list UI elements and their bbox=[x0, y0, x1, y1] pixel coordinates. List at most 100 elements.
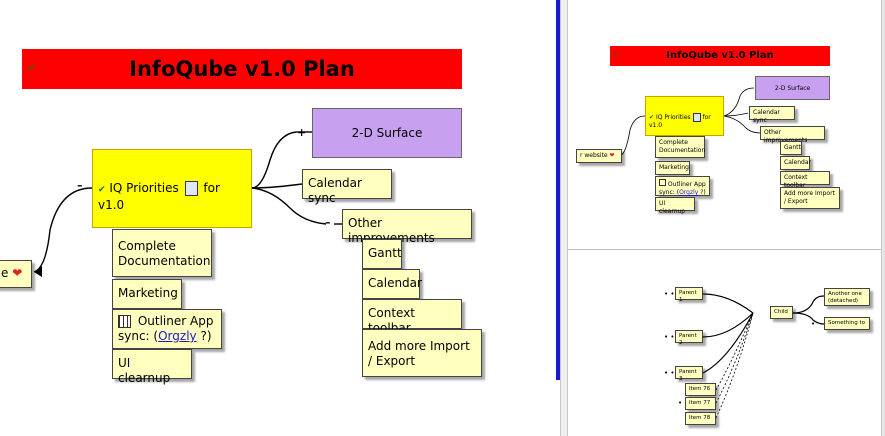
item-76-label: Item 76 bbox=[689, 386, 711, 392]
collapse-toggle-other[interactable]: – bbox=[325, 216, 331, 229]
overview-complete-doc-node[interactable]: Complete Documentation bbox=[655, 136, 705, 158]
overview-priorities-label: IQ Priorities bbox=[655, 114, 691, 121]
overview-priorities-suffix: for v1.0 bbox=[649, 114, 711, 129]
outline-graph-canvas[interactable]: • • • • • • • • • Parent 1 Parent 2 Pare… bbox=[568, 250, 885, 436]
import-export-label: Add more Import / Export bbox=[368, 339, 470, 368]
edit-note-icon bbox=[184, 181, 198, 196]
plan-title: InfoQube v1.0 Plan bbox=[129, 57, 355, 81]
priorities-label: IQ Priorities bbox=[109, 181, 179, 195]
grid-icon bbox=[659, 179, 666, 186]
overview-marketing-label: Marketing bbox=[659, 164, 689, 171]
child-node[interactable]: Child bbox=[770, 306, 793, 319]
overview-complete-doc-label: Complete Documentation bbox=[659, 139, 706, 154]
calendar-sync-label: Calendar sync bbox=[308, 176, 362, 205]
overview-other-label: Other improvements bbox=[764, 129, 807, 144]
plan-title-banner[interactable]: ✔ InfoQube v1.0 Plan bbox=[22, 49, 462, 89]
check-icon: ✔ bbox=[613, 52, 619, 59]
complete-documentation-node[interactable]: Complete Documentation bbox=[112, 229, 212, 277]
parent-1-label: Parent 1 bbox=[679, 290, 697, 303]
overview-other-node[interactable]: Other improvements bbox=[760, 126, 825, 144]
parent-3-node[interactable]: Parent 3 bbox=[675, 366, 703, 382]
overview-import-export-node[interactable]: Add more Import / Export bbox=[780, 187, 840, 209]
gantt-label: Gantt bbox=[368, 246, 402, 260]
outliner-sync-label: Outliner App sync: bbox=[118, 314, 214, 343]
item-78-node[interactable]: Item 78 bbox=[685, 412, 716, 425]
check-icon: ✔ bbox=[98, 185, 106, 195]
overview-outliner-label: Outliner App sync: bbox=[659, 181, 706, 196]
window-right-border bbox=[881, 0, 885, 436]
import-export-node[interactable]: Add more Import / Export bbox=[362, 329, 482, 377]
overview-context-toolbar-node[interactable]: Context toolbar bbox=[780, 171, 830, 189]
overview-surface-label: 2-D Surface bbox=[774, 85, 811, 92]
parent-2-label: Parent 2 bbox=[679, 333, 697, 346]
svg-text:• •: • • bbox=[664, 290, 674, 298]
something-node[interactable]: Something to bbox=[824, 317, 870, 330]
overview-calendar-sync-node[interactable]: Calendar sync bbox=[749, 106, 795, 124]
ui-cleanup-label: UI clearnup bbox=[118, 356, 171, 385]
context-toolbar-node[interactable]: Context toolbar bbox=[362, 299, 462, 335]
item-77-node[interactable]: Item 77 bbox=[685, 397, 716, 410]
overview-calendar-node[interactable]: Calendar bbox=[780, 156, 811, 170]
overview-ui-cleanup-node[interactable]: UI clearnup bbox=[655, 197, 695, 215]
calendar-sync-node[interactable]: Calendar sync bbox=[302, 169, 392, 205]
mindmap-overview-top[interactable]: ✔ InfoQube v1.0 Plan r website ❤ ✔ IQ Pr… bbox=[568, 0, 885, 249]
other-improvements-node[interactable]: Other improvements bbox=[342, 209, 472, 245]
overview-import-export-label: Add more Import / Export bbox=[784, 190, 835, 205]
orgzly-link[interactable]: Orgzly bbox=[158, 329, 197, 343]
parent-1-node[interactable]: Parent 1 bbox=[675, 287, 703, 303]
overview-gantt-node[interactable]: Gantt bbox=[780, 141, 802, 155]
overview-marketing-node[interactable]: Marketing bbox=[655, 161, 690, 175]
svg-text:• •: • • bbox=[664, 333, 674, 341]
surface-label: 2-D Surface bbox=[351, 126, 423, 140]
overview-title-banner[interactable]: ✔ InfoQube v1.0 Plan bbox=[610, 46, 830, 66]
marketing-label: Marketing bbox=[118, 286, 178, 300]
grid-icon bbox=[118, 315, 131, 328]
overview-root-label: r website bbox=[580, 152, 608, 159]
pane-divider[interactable] bbox=[568, 249, 885, 250]
overview-outliner-node[interactable]: Outliner App sync: (Orgzly ?) bbox=[655, 176, 710, 196]
overview-priorities-node[interactable]: ✔ IQ Priorities for v1.0 bbox=[645, 96, 724, 136]
heart-icon: ❤ bbox=[609, 152, 615, 159]
pane-splitter-active[interactable] bbox=[556, 0, 560, 380]
calendar-label: Calendar bbox=[368, 276, 422, 290]
overview-orgzly-link[interactable]: Orgzly bbox=[679, 189, 699, 196]
overview-gantt-label: Gantt bbox=[784, 144, 801, 151]
svg-text:• •: • • bbox=[664, 369, 674, 377]
pane-splitter[interactable] bbox=[560, 0, 568, 436]
surface-node[interactable]: 2-D Surface bbox=[312, 108, 462, 158]
priorities-node[interactable]: ✔ IQ Priorities for v1.0 bbox=[92, 149, 252, 228]
ui-cleanup-node[interactable]: UI clearnup bbox=[112, 349, 192, 385]
overview-connector-lines bbox=[619, 87, 761, 157]
outliner-sync-node[interactable]: Outliner App sync: (Orgzly ?) bbox=[112, 309, 222, 349]
another-one-label: Another one (detached) bbox=[828, 291, 862, 304]
check-icon: ✔ bbox=[28, 63, 36, 73]
another-one-node[interactable]: Another one (detached) bbox=[824, 288, 870, 306]
collapse-toggle-priorities[interactable]: – bbox=[77, 179, 83, 192]
gantt-node[interactable]: Gantt bbox=[362, 239, 402, 269]
svg-text:• •: • • bbox=[678, 399, 688, 407]
edit-note-icon bbox=[692, 113, 701, 122]
overview-calendar-label: Calendar bbox=[784, 159, 811, 166]
expand-toggle-surface[interactable]: + bbox=[297, 126, 307, 139]
mindmap-canvas-main[interactable]: ✔ InfoQube v1.0 Plan e ❤ – ✔ IQ Prioriti… bbox=[0, 0, 556, 436]
overview-calendar-sync-label: Calendar sync bbox=[753, 109, 780, 124]
overview-root-node[interactable]: r website ❤ bbox=[576, 149, 622, 163]
item-77-label: Item 77 bbox=[689, 400, 711, 406]
marketing-node[interactable]: Marketing bbox=[112, 279, 182, 309]
calendar-node[interactable]: Calendar bbox=[362, 269, 422, 299]
item-76-node[interactable]: Item 76 bbox=[685, 383, 716, 396]
overview-surface-node[interactable]: 2-D Surface bbox=[755, 76, 830, 100]
overview-title: InfoQube v1.0 Plan bbox=[666, 50, 774, 61]
something-label: Something to bbox=[828, 320, 866, 326]
item-78-label: Item 78 bbox=[689, 415, 711, 421]
svg-text:•: • bbox=[811, 320, 815, 328]
root-node-label: e bbox=[1, 266, 9, 280]
child-label: Child bbox=[774, 309, 788, 315]
mindmap-overview-pane[interactable]: ✔ InfoQube v1.0 Plan r website ❤ ✔ IQ Pr… bbox=[568, 0, 885, 436]
connector-lines bbox=[33, 131, 342, 277]
overview-outliner-suffix: ?) bbox=[700, 189, 706, 196]
root-node-partial[interactable]: e ❤ bbox=[0, 260, 32, 288]
outliner-sync-suffix: ?) bbox=[200, 329, 212, 343]
complete-documentation-label: Complete Documentation bbox=[118, 239, 211, 268]
parent-2-node[interactable]: Parent 2 bbox=[675, 330, 703, 346]
